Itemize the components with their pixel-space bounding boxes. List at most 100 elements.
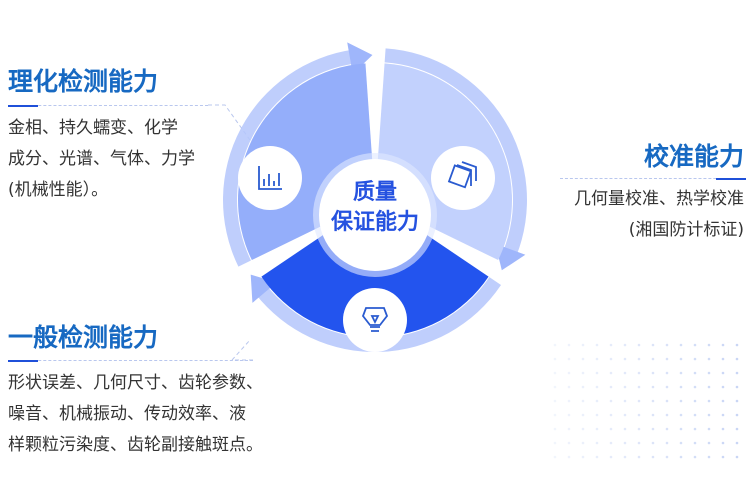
dot-pattern (595, 441, 599, 445)
dot-pattern (721, 427, 725, 431)
dot-pattern (567, 385, 571, 389)
dot-pattern (637, 399, 641, 403)
dot-pattern (693, 441, 697, 445)
dot-pattern (651, 357, 655, 361)
dot-pattern (679, 357, 683, 361)
dot-pattern (679, 413, 683, 417)
dot-pattern (553, 399, 557, 403)
section-title-general: 一般检测能力 (8, 323, 159, 352)
center-circle (319, 159, 431, 271)
section-title-calibration: 校准能力 (643, 142, 744, 171)
dot-pattern (651, 441, 655, 445)
dot-pattern (553, 441, 557, 445)
dot-pattern (553, 343, 557, 347)
dot-pattern (623, 413, 627, 417)
dot-pattern (623, 399, 627, 403)
dot-pattern (623, 371, 627, 375)
dot-pattern (637, 441, 641, 445)
icon-circle (238, 146, 302, 210)
dot-pattern (581, 343, 585, 347)
dot-pattern (567, 455, 571, 459)
dot-pattern (679, 399, 683, 403)
dot-pattern (609, 357, 613, 361)
dot-pattern (553, 413, 557, 417)
dot-pattern (637, 413, 641, 417)
dot-pattern (623, 385, 627, 389)
dot-pattern (581, 357, 585, 361)
desc-line: 几何量校准、热学校准 (574, 189, 744, 209)
dot-pattern (721, 399, 725, 403)
connector-line (230, 339, 253, 361)
dot-pattern (721, 385, 725, 389)
dot-pattern (735, 441, 739, 445)
dot-pattern (693, 343, 697, 347)
dot-pattern (609, 399, 613, 403)
dot-pattern (581, 371, 585, 375)
dot-pattern (595, 371, 599, 375)
arrow-band (223, 49, 356, 267)
dot-pattern (665, 413, 669, 417)
dot-pattern (651, 427, 655, 431)
dot-pattern (721, 441, 725, 445)
dot-pattern (665, 385, 669, 389)
dot-pattern (609, 441, 613, 445)
dot-pattern (567, 371, 571, 375)
arrow-band (255, 277, 502, 352)
dot-pattern (581, 427, 585, 431)
dot-pattern (595, 343, 599, 347)
dot-pattern (609, 385, 613, 389)
dot-pattern (567, 413, 571, 417)
lightbulb-icon (361, 307, 389, 332)
dot-pattern (581, 413, 585, 417)
dot-pattern (581, 441, 585, 445)
dot-pattern (707, 343, 711, 347)
desc-line: 样颗粒污染度、齿轮副接触斑点。 (8, 435, 263, 455)
dot-pattern (665, 427, 669, 431)
dot-pattern (679, 427, 683, 431)
dot-pattern (567, 399, 571, 403)
desc-line: (湘国防计标证) (628, 220, 744, 240)
dot-pattern (665, 399, 669, 403)
desc-line: 成分、光谱、气体、力学 (8, 149, 195, 169)
section-title-physchem: 理化检测能力 (8, 67, 159, 96)
dot-pattern (707, 413, 711, 417)
dot-pattern (693, 385, 697, 389)
dot-pattern (609, 343, 613, 347)
dot-pattern (553, 455, 557, 459)
dot-pattern (651, 371, 655, 375)
dot-pattern (707, 371, 711, 375)
center-label-line2: 保证能力 (330, 210, 419, 235)
dot-pattern (721, 455, 725, 459)
dot-pattern (609, 455, 613, 459)
dot-pattern (721, 413, 725, 417)
dot-pattern (567, 441, 571, 445)
dot-pattern (693, 413, 697, 417)
dot-pattern (623, 343, 627, 347)
dot-pattern (665, 455, 669, 459)
dot-pattern (553, 371, 557, 375)
dot-pattern (735, 343, 739, 347)
dot-pattern (595, 399, 599, 403)
dot-pattern (623, 427, 627, 431)
dot-pattern (609, 371, 613, 375)
dot-pattern (637, 427, 641, 431)
dot-pattern (581, 455, 585, 459)
dot-pattern (651, 399, 655, 403)
dot-pattern (707, 385, 711, 389)
arrow-band (384, 48, 527, 257)
dot-pattern (679, 441, 683, 445)
dot-pattern (637, 371, 641, 375)
dot-pattern (735, 455, 739, 459)
dot-pattern (553, 357, 557, 361)
bar-chart-icon (258, 166, 282, 190)
dot-pattern (567, 343, 571, 347)
dot-pattern (707, 399, 711, 403)
dot-pattern (665, 371, 669, 375)
icon-circle (431, 146, 495, 210)
dot-pattern (651, 455, 655, 459)
center-label: 质量 保证能力 (317, 178, 433, 238)
dot-pattern (651, 343, 655, 347)
dot-pattern (581, 385, 585, 389)
section-desc-general: 形状误差、几何尺寸、齿轮参数、 噪音、机械振动、传动效率、液 样颗粒污染度、齿轮… (8, 368, 263, 461)
dot-pattern (665, 441, 669, 445)
